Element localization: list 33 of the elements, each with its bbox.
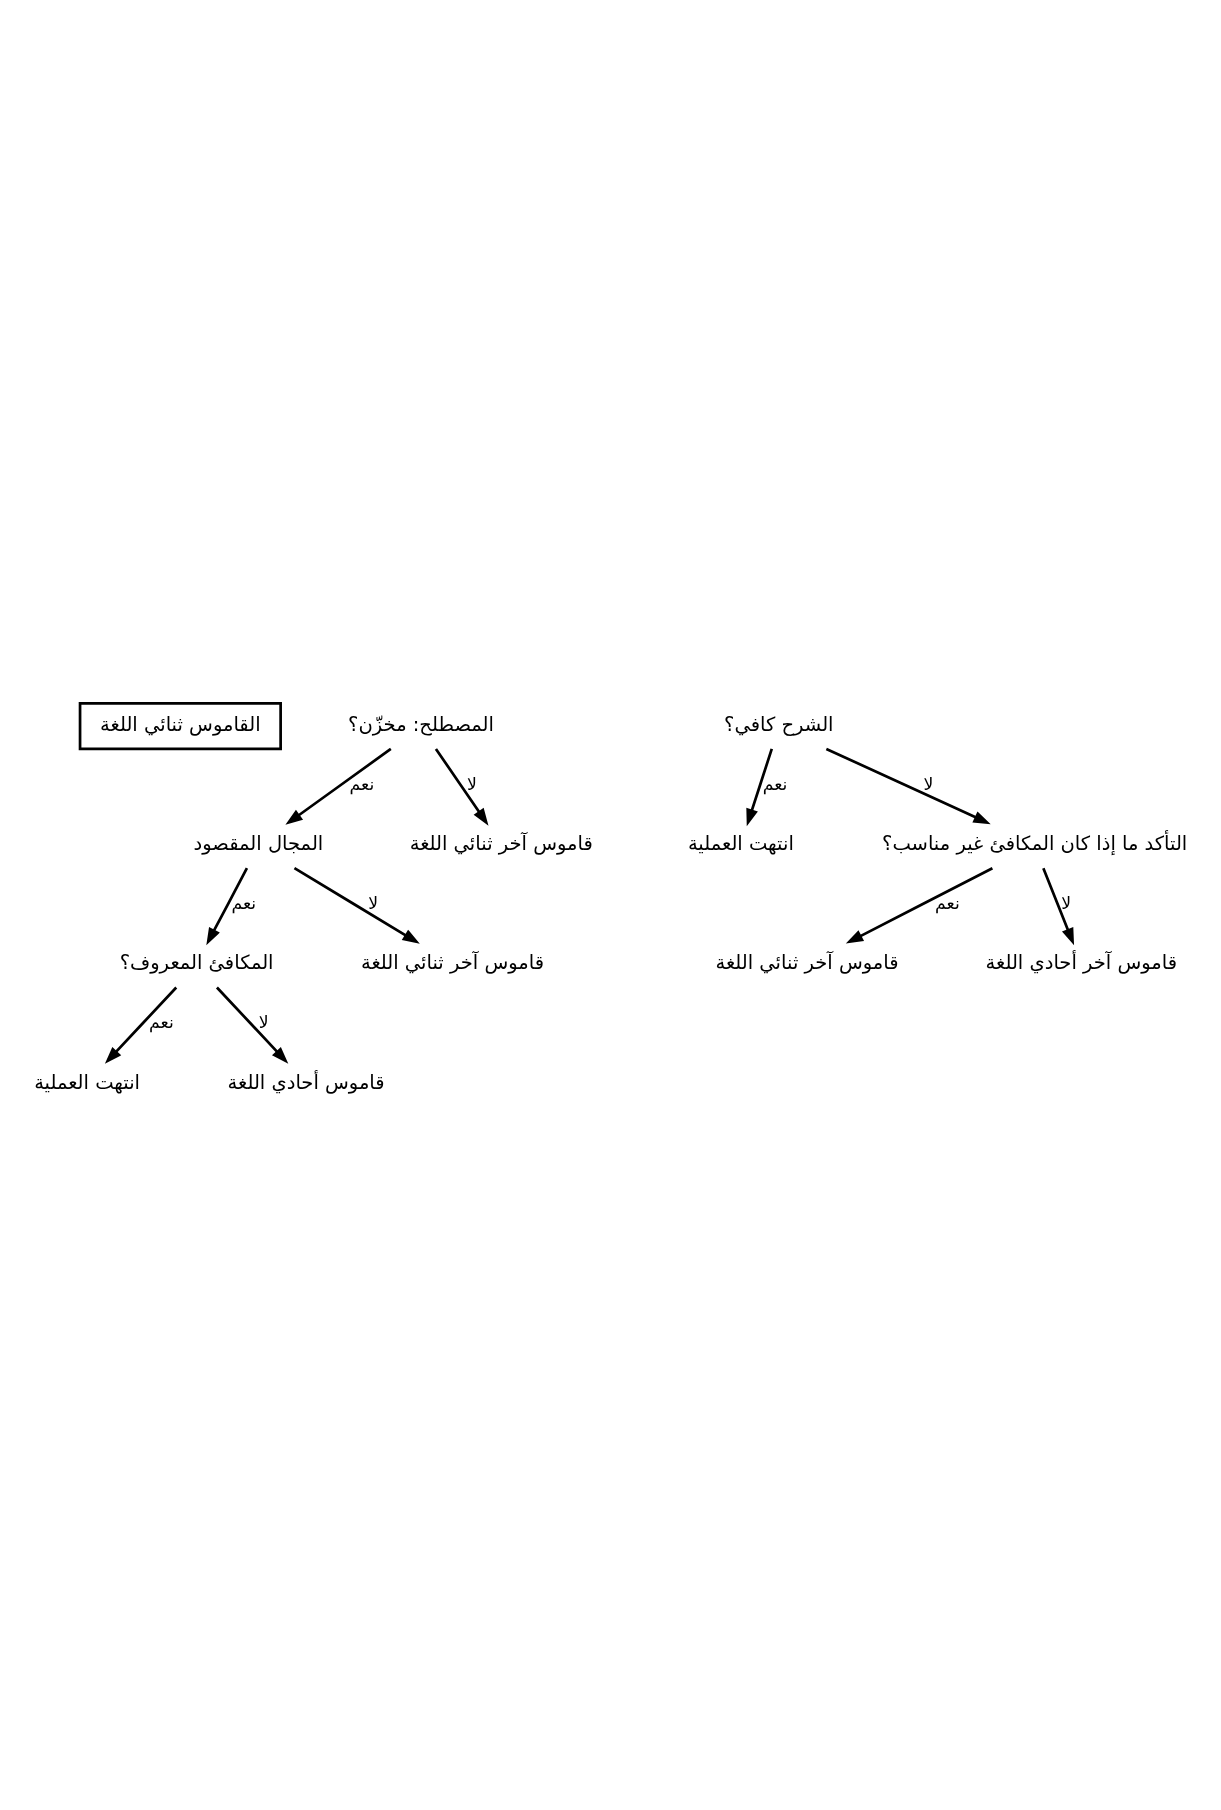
arrow <box>825 747 991 825</box>
arrow <box>104 986 178 1064</box>
node-box: القاموس ثنائي اللغة <box>78 702 282 751</box>
node-text: المصطلح: مخزّن؟ <box>348 712 494 736</box>
node-text: قاموس آخر أحادي اللغة <box>985 951 1178 975</box>
arrow <box>845 867 994 944</box>
edge-label: نعم <box>935 893 960 914</box>
edge-label: لا <box>258 1012 269 1033</box>
arrow <box>215 986 289 1064</box>
arrow <box>285 747 392 825</box>
edge-label: نعم <box>762 773 788 794</box>
node-text: المكافئ المعروف؟ <box>119 951 274 975</box>
arrow <box>293 867 420 944</box>
arrow <box>746 748 774 827</box>
node-text: قاموس آخر ثنائي اللغة <box>409 832 593 856</box>
node-text: المجال المقصود <box>193 832 324 856</box>
node-text: قاموس آخر ثنائي اللغة <box>360 951 544 975</box>
edge-label: لا <box>1061 893 1072 914</box>
arrow <box>206 867 249 946</box>
node-text: قاموس آخر ثنائي اللغة <box>715 951 899 975</box>
node-text: انتهت العملية <box>687 832 794 856</box>
edge-label: لا <box>923 773 934 794</box>
edge-label: نعم <box>349 773 375 794</box>
edge-label: لا <box>368 893 379 914</box>
node-text: انتهت العملية <box>34 1070 141 1094</box>
arrow <box>434 748 489 826</box>
edge-label: نعم <box>231 893 257 914</box>
arrow <box>1042 867 1075 946</box>
edge-label: نعم <box>149 1012 174 1033</box>
edge-label: لا <box>467 773 477 794</box>
node-text: الشرح كافي؟ <box>724 712 834 736</box>
node-text: قاموس أحادي اللغة <box>227 1070 385 1094</box>
node-text: التأكد ما إذا كان المكافئ غير مناسب؟ <box>882 832 1188 856</box>
